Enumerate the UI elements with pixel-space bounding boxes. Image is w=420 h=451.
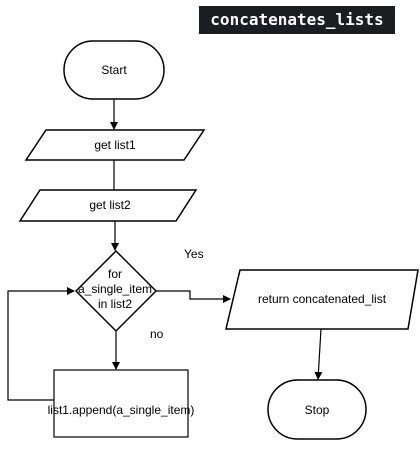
append-node <box>53 369 189 438</box>
start-node: Start <box>63 40 165 100</box>
no-label: no <box>150 327 164 341</box>
decision-label-line3: in list2 <box>98 297 132 311</box>
get-list2-node: get list2 <box>18 189 198 222</box>
get-list2-label: get list2 <box>89 198 131 212</box>
yes-label: Yes <box>184 247 204 261</box>
diagram-title: concatenates_lists <box>199 6 395 34</box>
return-label: return concatenated_list <box>258 292 387 306</box>
append-label: list1.append(a_single_item) <box>48 403 195 417</box>
stop-node: Stop <box>267 379 367 440</box>
decision-node: for a_single_item in list2 <box>74 249 158 333</box>
get-list1-label: get list1 <box>94 138 136 152</box>
start-label: Start <box>101 63 127 77</box>
decision-label-line2: a_single_item <box>78 282 152 296</box>
edge-loop-back <box>7 287 75 401</box>
stop-label: Stop <box>305 403 330 417</box>
edge-yes-to-return <box>156 290 231 303</box>
get-list1-node: get list1 <box>24 129 206 161</box>
edge-return-to-stop <box>314 328 323 380</box>
decision-label-line1: for <box>108 267 122 281</box>
return-node: return concatenated_list <box>225 269 419 330</box>
